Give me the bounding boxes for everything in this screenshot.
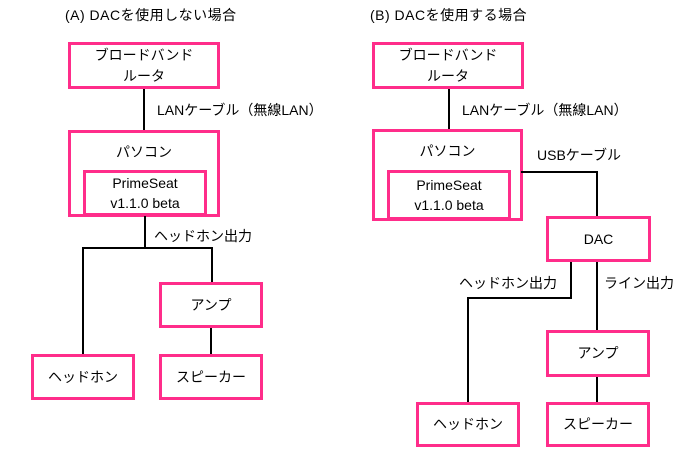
diagram-a-title: (A) DACを使用しない場合 — [65, 7, 237, 23]
node-primeseat-a-line1: PrimeSeat — [112, 174, 178, 191]
node-broadband-router-b: ブロードバンド ルータ — [372, 42, 524, 89]
connector-router-pc-a — [143, 89, 145, 130]
node-broadband-router-a-line1: ブロードバンド — [94, 47, 194, 64]
node-headphone-b-label: ヘッドホン — [433, 416, 503, 432]
node-amp-a-label: アンプ — [190, 296, 232, 313]
connector-dac-amp-b — [596, 262, 598, 330]
edge-label-line-out-b: ライン出力 — [604, 275, 674, 291]
connector-dac-headphone-v2-b — [467, 297, 469, 402]
node-broadband-router-a: ブロードバンド ルータ — [68, 42, 220, 89]
connector-pc-split-a — [144, 216, 146, 248]
node-dac-b: DAC — [546, 216, 651, 262]
node-amp-a: アンプ — [159, 282, 263, 328]
node-headphone-b: ヘッドホン — [416, 402, 520, 447]
edge-label-headphone-out-a: ヘッドホン出力 — [154, 228, 252, 244]
connector-dac-headphone-v1-b — [570, 262, 572, 299]
connector-amp-speaker-a — [210, 328, 212, 354]
node-pc-b-label: パソコン — [419, 143, 476, 159]
edge-label-lan-cable-a: LANケーブル（無線LAN） — [157, 102, 323, 118]
connector-split-to-headphone-a — [82, 247, 84, 354]
node-primeseat-a: PrimeSeat v1.1.0 beta — [83, 170, 207, 216]
edge-label-usb-cable-b: USBケーブル — [537, 147, 621, 163]
node-pc-a-label: パソコン — [116, 144, 172, 160]
connector-dac-headphone-horizontal-b — [467, 297, 572, 299]
node-primeseat-b: PrimeSeat v1.1.0 beta — [387, 170, 511, 220]
node-speaker-a: スピーカー — [159, 354, 263, 400]
node-broadband-router-a-line2: ルータ — [123, 67, 165, 84]
connector-pc-dac-horizontal-b — [521, 171, 598, 173]
node-broadband-router-b-line1: ブロードバンド — [398, 47, 498, 64]
node-headphone-a-label: ヘッドホン — [48, 368, 118, 385]
connector-amp-speaker-b — [596, 377, 598, 402]
node-speaker-b: スピーカー — [546, 402, 650, 447]
node-primeseat-a-line2: v1.1.0 beta — [110, 195, 180, 211]
node-amp-b-label: アンプ — [577, 345, 619, 361]
edge-label-headphone-out-b: ヘッドホン出力 — [459, 275, 557, 291]
node-primeseat-b-line1: PrimeSeat — [416, 176, 482, 193]
node-headphone-a: ヘッドホン — [31, 354, 135, 400]
edge-label-lan-cable-b: LANケーブル（無線LAN） — [462, 102, 628, 118]
node-primeseat-b-line2: v1.1.0 beta — [414, 197, 484, 213]
node-speaker-b-label: スピーカー — [563, 416, 633, 432]
connector-split-to-amp-a — [211, 247, 213, 282]
node-dac-b-label: DAC — [583, 230, 614, 247]
connector-router-pc-b — [448, 89, 450, 129]
node-amp-b: アンプ — [546, 330, 650, 377]
diagram-b-title: (B) DACを使用する場合 — [370, 7, 528, 23]
connector-split-horizontal-a — [82, 247, 213, 249]
node-broadband-router-b-line2: ルータ — [427, 67, 469, 84]
connector-pc-dac-vertical-b — [596, 171, 598, 216]
node-speaker-a-label: スピーカー — [176, 368, 246, 385]
